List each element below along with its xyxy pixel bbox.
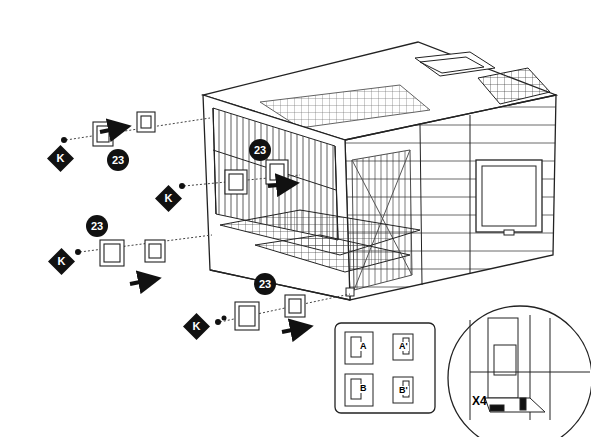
screw-callout-diamond: K [183,313,210,340]
screw-callout-diamond: K [155,185,182,212]
variant-letter: A' [398,342,409,351]
callout-number: K [58,256,66,267]
callout-number: 23 [254,145,266,156]
screw-callout-diamond: K [47,145,74,172]
variant-letter: B' [398,386,409,395]
callout-number: K [57,153,65,164]
callout-number: K [193,321,201,332]
variant-letter: B [359,384,368,393]
variant-letter: A [359,342,368,351]
part-callout-circle: 23 [254,273,276,295]
part-callout-circle: 23 [86,215,108,237]
screw-callout-diamond: K [48,248,75,275]
callout-number: K [165,193,173,204]
callout-number: 23 [91,221,103,232]
quantity-label: X4 [472,395,487,407]
part-callout-circle: 23 [249,139,271,161]
callout-number: 23 [112,155,124,166]
callout-number: 23 [259,279,271,290]
part-callout-circle: 23 [107,149,129,171]
